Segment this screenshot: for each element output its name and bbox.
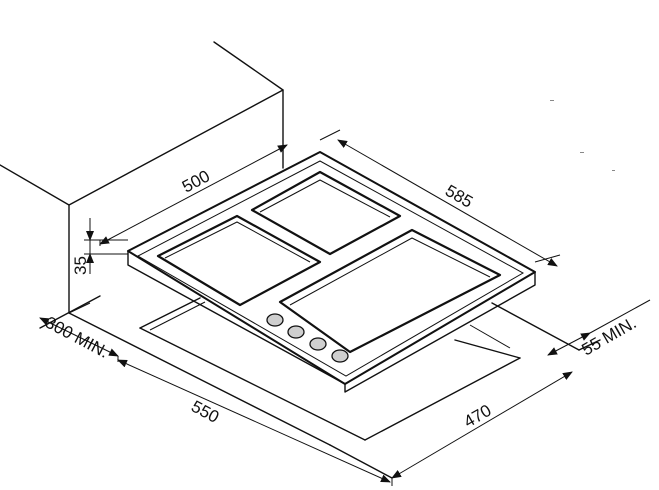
control-knob [287, 325, 305, 339]
plate-front-large [278, 228, 502, 354]
dimension-label-585: 585 [442, 181, 476, 212]
dimension-55-min: 55 MIN. [547, 299, 651, 359]
dimension-label-500: 500 [179, 166, 213, 196]
dimension-label-300-min: 300 MIN. [42, 313, 112, 362]
dimension-470: 470 [391, 371, 573, 479]
dimension-label-470: 470 [461, 401, 495, 432]
dimension-label-35: 35 [71, 256, 90, 275]
scan-specks [550, 100, 615, 171]
dimension-35: 35 [71, 218, 128, 275]
dimension-300-min: 300 MIN. [39, 313, 119, 362]
knob-group [266, 313, 349, 363]
control-knob [309, 337, 327, 351]
control-knob [266, 313, 284, 327]
dimension-label-550: 550 [188, 397, 222, 427]
dimension-550: 550 [117, 356, 393, 486]
control-knob [331, 349, 349, 363]
dimension-label-55-min: 55 MIN. [579, 313, 640, 359]
